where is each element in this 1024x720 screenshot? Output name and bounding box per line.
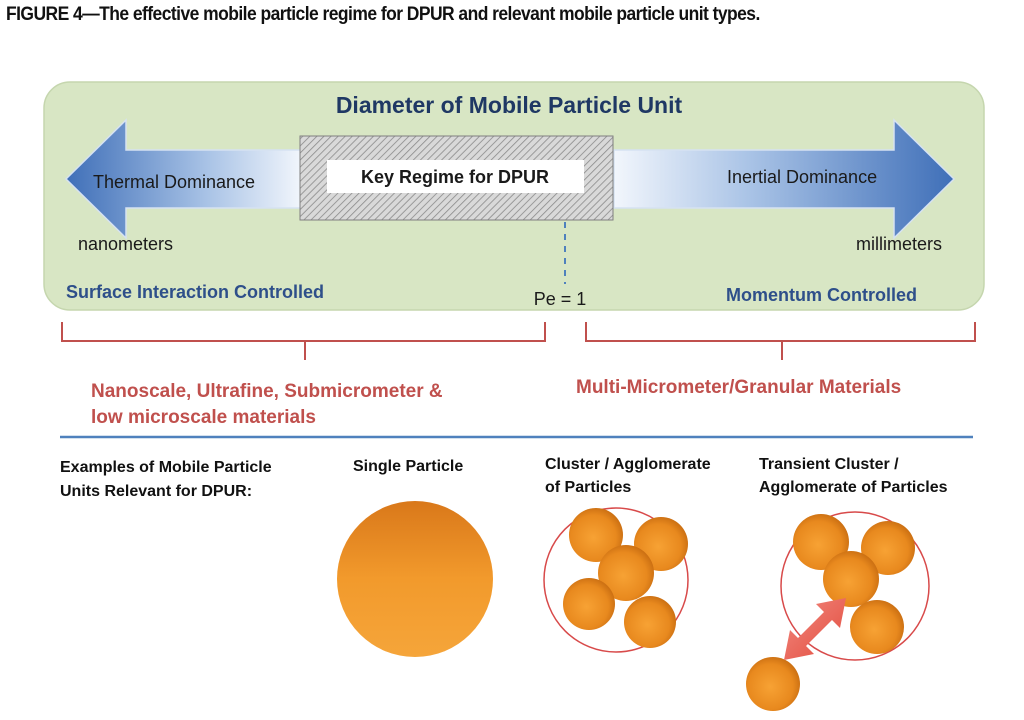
right-category-label: Multi-Micrometer/Granular Materials [576,377,901,398]
single-particle-icon [337,501,493,657]
transient-particle [850,600,904,654]
right-arrow-label: Inertial Dominance [727,167,877,187]
left-category-line1: Nanoscale, Ultrafine, Submicrometer & [91,381,443,402]
transient-particle [793,514,849,570]
transient-particle [861,521,915,575]
cluster-icon [543,507,689,653]
right-brace [585,322,976,360]
cluster-particle [563,578,615,630]
cluster-label-line2: of Particles [545,479,631,496]
double-arrow-icon [784,598,846,660]
single-particle-label: Single Particle [353,458,463,475]
transient-label-line1: Transient Cluster / [759,456,899,473]
cluster-particle [569,508,623,562]
detached-particle [746,657,800,711]
left-arrow-label: Thermal Dominance [93,172,255,192]
transient-cluster-icon [746,511,930,711]
cluster-label-line1: Cluster / Agglomerate [545,456,711,473]
transient-particle [823,551,879,607]
key-regime-label-bg [327,160,584,193]
left-brace [61,322,546,360]
examples-heading-line1: Examples of Mobile Particle [60,459,272,476]
panel-title: Diameter of Mobile Particle Unit [336,92,683,118]
cluster-particle [624,596,676,648]
figure-caption: FIGURE 4—The effective mobile particle r… [6,4,760,25]
cluster-particle [598,545,654,601]
right-regime-label: Momentum Controlled [726,285,917,305]
key-regime-label: Key Regime for DPUR [361,167,549,187]
right-scale-label: millimeters [856,234,942,254]
left-scale-label: nanometers [78,234,173,254]
transient-label-line2: Agglomerate of Particles [759,479,948,496]
examples-heading-line2: Units Relevant for DPUR: [60,483,252,500]
pe-marker-label: Pe = 1 [534,289,587,309]
right-arrow-icon [613,118,956,240]
left-regime-label: Surface Interaction Controlled [66,282,324,302]
left-category-line2: low microscale materials [91,407,316,428]
